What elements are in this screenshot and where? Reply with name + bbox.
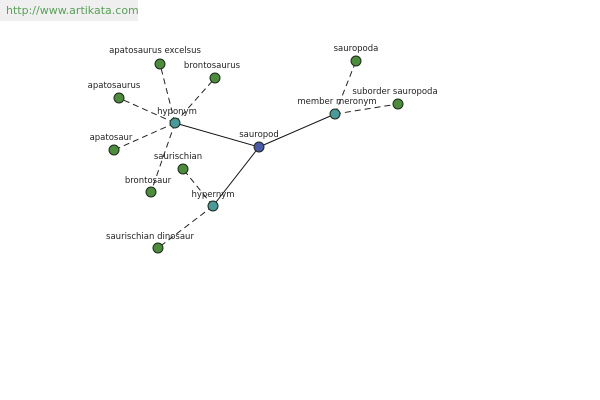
edge-hyponym-brontosaurus xyxy=(174,77,216,124)
node-sauropoda[interactable] xyxy=(350,55,362,67)
node-center[interactable] xyxy=(253,141,265,153)
label-member-meronym: member meronym xyxy=(297,97,376,107)
node-brontosaur[interactable] xyxy=(145,186,157,198)
node-apatosaurus[interactable] xyxy=(113,92,125,104)
edge-center-member-meronym xyxy=(258,113,336,148)
node-brontosaurus[interactable] xyxy=(209,72,221,84)
label-apatosaurus-excelsus: apatosaurus excelsus xyxy=(109,46,201,56)
label-hyponym: hyponym xyxy=(157,107,197,117)
edge-hyponym-apatosaur xyxy=(113,122,176,151)
node-suborder-sauropoda[interactable] xyxy=(392,98,404,110)
edge-member-meronym-suborder-sauropoda xyxy=(334,103,399,115)
label-brontosaurus: brontosaurus xyxy=(184,61,241,71)
graph-labels: sauropod hyponym hypernym member meronym apa… xyxy=(88,44,438,242)
label-saurischian: saurischian xyxy=(154,152,202,162)
node-saurischian[interactable] xyxy=(177,163,189,175)
edge-hypernym-saurischian xyxy=(182,168,214,207)
graph-edges xyxy=(113,60,399,249)
label-suborder-sauropoda: suborder sauropoda xyxy=(352,87,437,97)
label-hypernym: hypernym xyxy=(191,190,234,200)
label-brontosaur: brontosaur xyxy=(125,176,172,186)
watermark-url: http://www.artikata.com xyxy=(0,0,139,21)
node-member-meronym[interactable] xyxy=(329,108,341,120)
label-sauropoda: sauropoda xyxy=(334,44,379,54)
graph-nodes xyxy=(108,55,404,254)
node-saurischian-dinosaur[interactable] xyxy=(152,242,164,254)
edge-hyponym-brontosaur xyxy=(150,122,176,193)
node-hypernym[interactable] xyxy=(207,200,219,212)
edge-hypernym-saurischian-dinosaur xyxy=(157,205,214,249)
edge-center-hyponym xyxy=(174,122,260,148)
label-apatosaurus: apatosaurus xyxy=(88,81,141,91)
label-center: sauropod xyxy=(239,130,279,140)
label-saurischian-dinosaur: saurischian dinosaur xyxy=(106,232,194,242)
node-apatosaurus-excelsus[interactable] xyxy=(154,58,166,70)
node-apatosaur[interactable] xyxy=(108,144,120,156)
node-hyponym[interactable] xyxy=(169,117,181,129)
edge-center-hypernym xyxy=(212,146,260,207)
edge-hyponym-apatosaurus xyxy=(118,97,176,124)
edge-hyponym-apatosaurus-excelsus xyxy=(159,63,176,124)
label-apatosaur: apatosaur xyxy=(90,133,133,143)
